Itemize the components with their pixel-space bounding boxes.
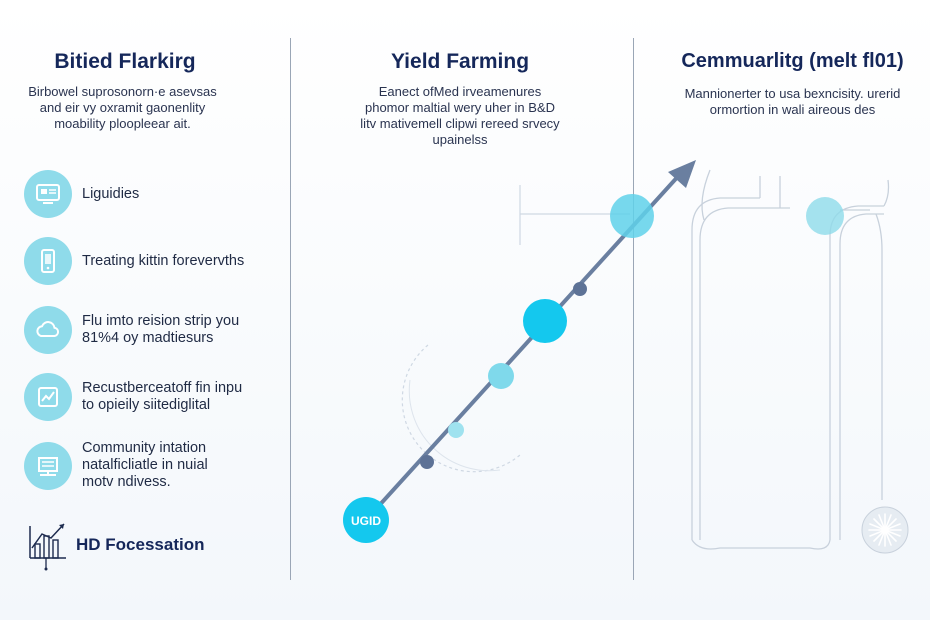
left-column-title: Bitied Flarkirg (54, 50, 196, 73)
medium-node (488, 363, 514, 389)
right-column-structure (691, 169, 890, 550)
column-divider-right (633, 38, 634, 580)
start-node (343, 497, 389, 543)
right-node (806, 197, 844, 235)
dot-node (573, 282, 587, 296)
cloud-icon (24, 306, 72, 354)
right-column-description: Mannionerter to usa bexncisity. urerid o… (684, 86, 901, 117)
list-item-reision: Flu imto reision strip you 81%4 oy madti… (24, 306, 239, 354)
top-node (610, 194, 654, 238)
list-item-label: Community intation natalficliatle in nui… (82, 440, 208, 490)
dot-node (420, 455, 434, 469)
list-item-label: Flu imto reision strip you 81%4 oy madti… (82, 313, 240, 346)
list-item-label: Treating kittin forevervths (82, 252, 245, 269)
list-item-label: Liguidies (82, 185, 140, 202)
chart-icon (24, 373, 72, 421)
small-node (448, 422, 464, 438)
middle-column-title: Yield Farming (390, 50, 530, 73)
list-item-liguidies: Liguidies (24, 170, 139, 218)
start-node-label: UGID (351, 514, 381, 528)
background-arc (401, 344, 521, 473)
list-item-treating: Treating kittin forevervths (24, 237, 244, 285)
column-divider-left (290, 38, 291, 580)
growth-chart-icon (29, 523, 66, 571)
middle-column-description: Eanect ofMed irveamenures phomor maltial… (360, 84, 560, 147)
phone-icon (24, 237, 72, 285)
list-item-recustber: Recustberceatoff fin inpu to opieily sii… (24, 373, 242, 421)
right-column-title: Cemmuarlitg (melt fl01) (681, 50, 904, 72)
server-icon (24, 441, 72, 490)
list-item-community: Community intation natalficliatle in nui… (24, 440, 208, 491)
list-item-label: Recustberceatoff fin inpu to opieily sii… (82, 380, 243, 413)
brand-label: HD Focessation (76, 535, 205, 554)
brand-footer: HD Focessation (26, 518, 204, 572)
starburst-icon (861, 506, 909, 554)
growth-arrow-head (668, 160, 696, 188)
large-node (523, 299, 567, 343)
left-column-description: Birbowel suprosonorn·e asevsas and eir v… (28, 84, 217, 131)
monitor-icon (24, 170, 72, 218)
